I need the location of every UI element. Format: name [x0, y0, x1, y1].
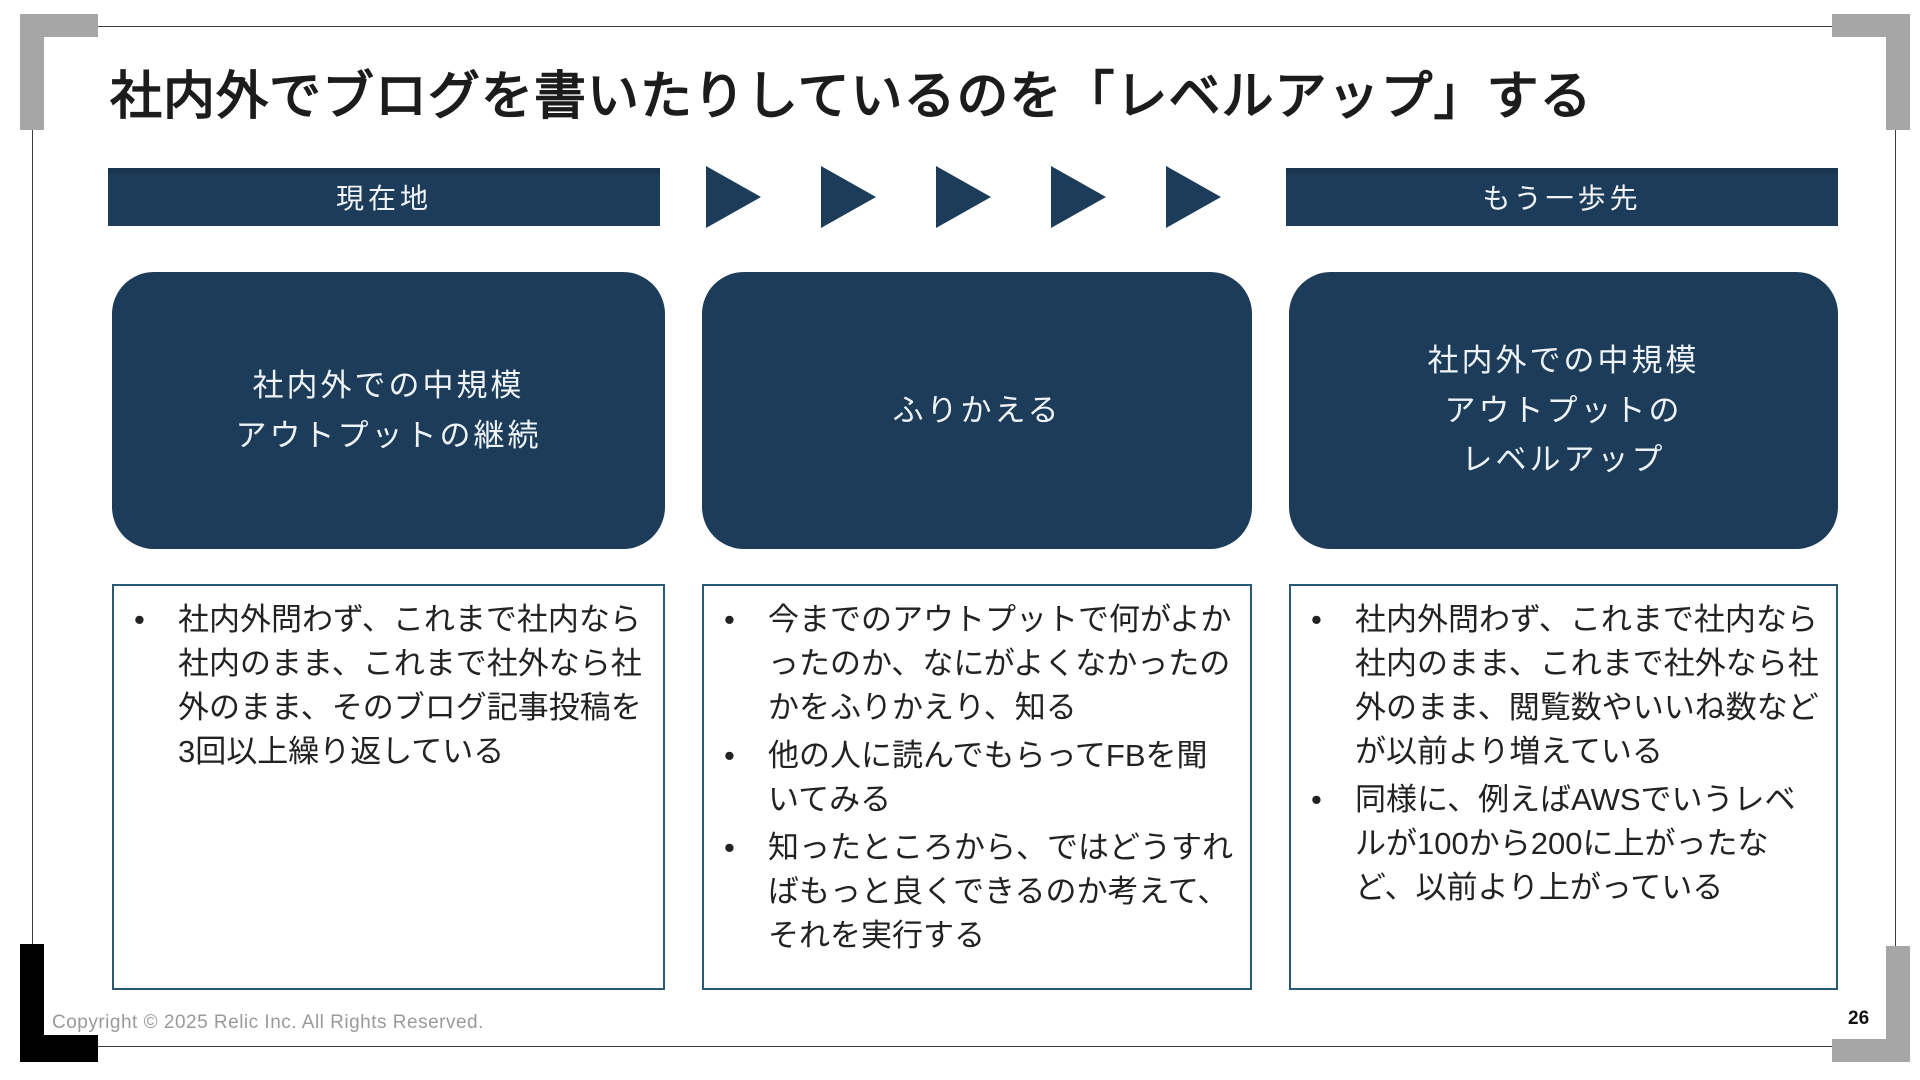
corner-bracket-bottom-left-icon: [20, 944, 98, 1062]
detail-box-levelup: • 社内外問わず、これまで社内なら社内のまま、これまで社外なら社外のまま、閲覧数…: [1289, 584, 1838, 990]
slide-title: 社内外でブログを書いたりしているのを「レベルアップ」する: [110, 68, 1593, 126]
arrow-right-icon: [1166, 166, 1221, 228]
next-step-label: もう一歩先: [1482, 183, 1642, 214]
copyright-text: Copyright © 2025 Relic Inc. All Rights R…: [52, 1012, 484, 1033]
current-position-bar: 現在地: [108, 168, 660, 226]
bullet-text: 知ったところから、ではどうすればもっと良くできるのか考えて、それを実行する: [768, 830, 1233, 954]
bullet-icon: •: [1311, 602, 1322, 637]
stage-box-line: アウトプットの継続: [235, 417, 542, 453]
stage-box-current: 社内外での中規模 アウトプットの継続: [112, 272, 665, 549]
bullet-text: 他の人に読んでもらってFBを聞いてみる: [768, 738, 1208, 818]
frame-border: [32, 26, 1896, 1047]
arrow-right-icon: [821, 166, 876, 228]
corner-bracket-bottom-right-icon: [1832, 946, 1910, 1062]
list-item: • 社内外問わず、これまで社内なら社内のまま、これまで社外なら社外のまま、閲覧数…: [1307, 598, 1822, 774]
list-item: • 社内外問わず、これまで社内なら社内のまま、これまで社外なら社外のまま、そのブ…: [130, 598, 649, 774]
stage-box-line: アウトプットの: [1444, 392, 1683, 428]
page-number: 26: [1848, 1008, 1870, 1029]
bullet-text: 今までのアウトプットで何がよかったのか、なにがよくなかったのかをふりかえり、知る: [768, 602, 1232, 726]
stage-box-line: 社内外での中規模: [1427, 343, 1700, 379]
arrow-right-icon: [706, 166, 761, 228]
corner-bracket-top-right-icon: [1832, 14, 1910, 130]
bullet-icon: •: [724, 830, 735, 866]
bullet-icon: •: [1311, 782, 1322, 818]
bullet-text: 社内外問わず、これまで社内なら社内のまま、これまで社外なら社外のまま、閲覧数やい…: [1355, 602, 1819, 770]
stage-box-line: レベルアップ: [1461, 442, 1666, 478]
arrow-right-icon: [1051, 166, 1106, 228]
corner-bracket-top-left-icon: [20, 14, 98, 130]
list-item: • 同様に、例えばAWSでいうレベルが100から200に上がったなど、以前より上…: [1307, 778, 1822, 910]
bullet-text: 社内外問わず、これまで社内なら社内のまま、これまで社外なら社外のまま、そのブログ…: [178, 602, 642, 770]
list-item: • 他の人に読んでもらってFBを聞いてみる: [720, 734, 1236, 822]
current-position-label: 現在地: [335, 183, 432, 214]
bullet-icon: •: [134, 602, 145, 637]
detail-box-reflect: • 今までのアウトプットで何がよかったのか、なにがよくなかったのかをふりかえり、…: [702, 584, 1252, 990]
list-item: • 知ったところから、ではどうすればもっと良くできるのか考えて、それを実行する: [720, 826, 1236, 958]
stage-box-line: 社内外での中規模: [252, 367, 525, 403]
list-item: • 今までのアウトプットで何がよかったのか、なにがよくなかったのかをふりかえり、…: [720, 598, 1236, 730]
next-step-bar: もう一歩先: [1286, 168, 1838, 226]
bullet-icon: •: [724, 738, 735, 774]
stage-box-line: ふりかえる: [892, 392, 1062, 428]
stage-box-levelup: 社内外での中規模 アウトプットの レベルアップ: [1289, 272, 1838, 549]
stage-box-reflect: ふりかえる: [702, 272, 1252, 549]
bullet-text: 同様に、例えばAWSでいうレベルが100から200に上がったなど、以前より上がっ…: [1355, 782, 1796, 906]
detail-box-current: • 社内外問わず、これまで社内なら社内のまま、これまで社外なら社外のまま、そのブ…: [112, 584, 665, 990]
arrow-right-icon: [936, 166, 991, 228]
bullet-icon: •: [724, 602, 735, 637]
